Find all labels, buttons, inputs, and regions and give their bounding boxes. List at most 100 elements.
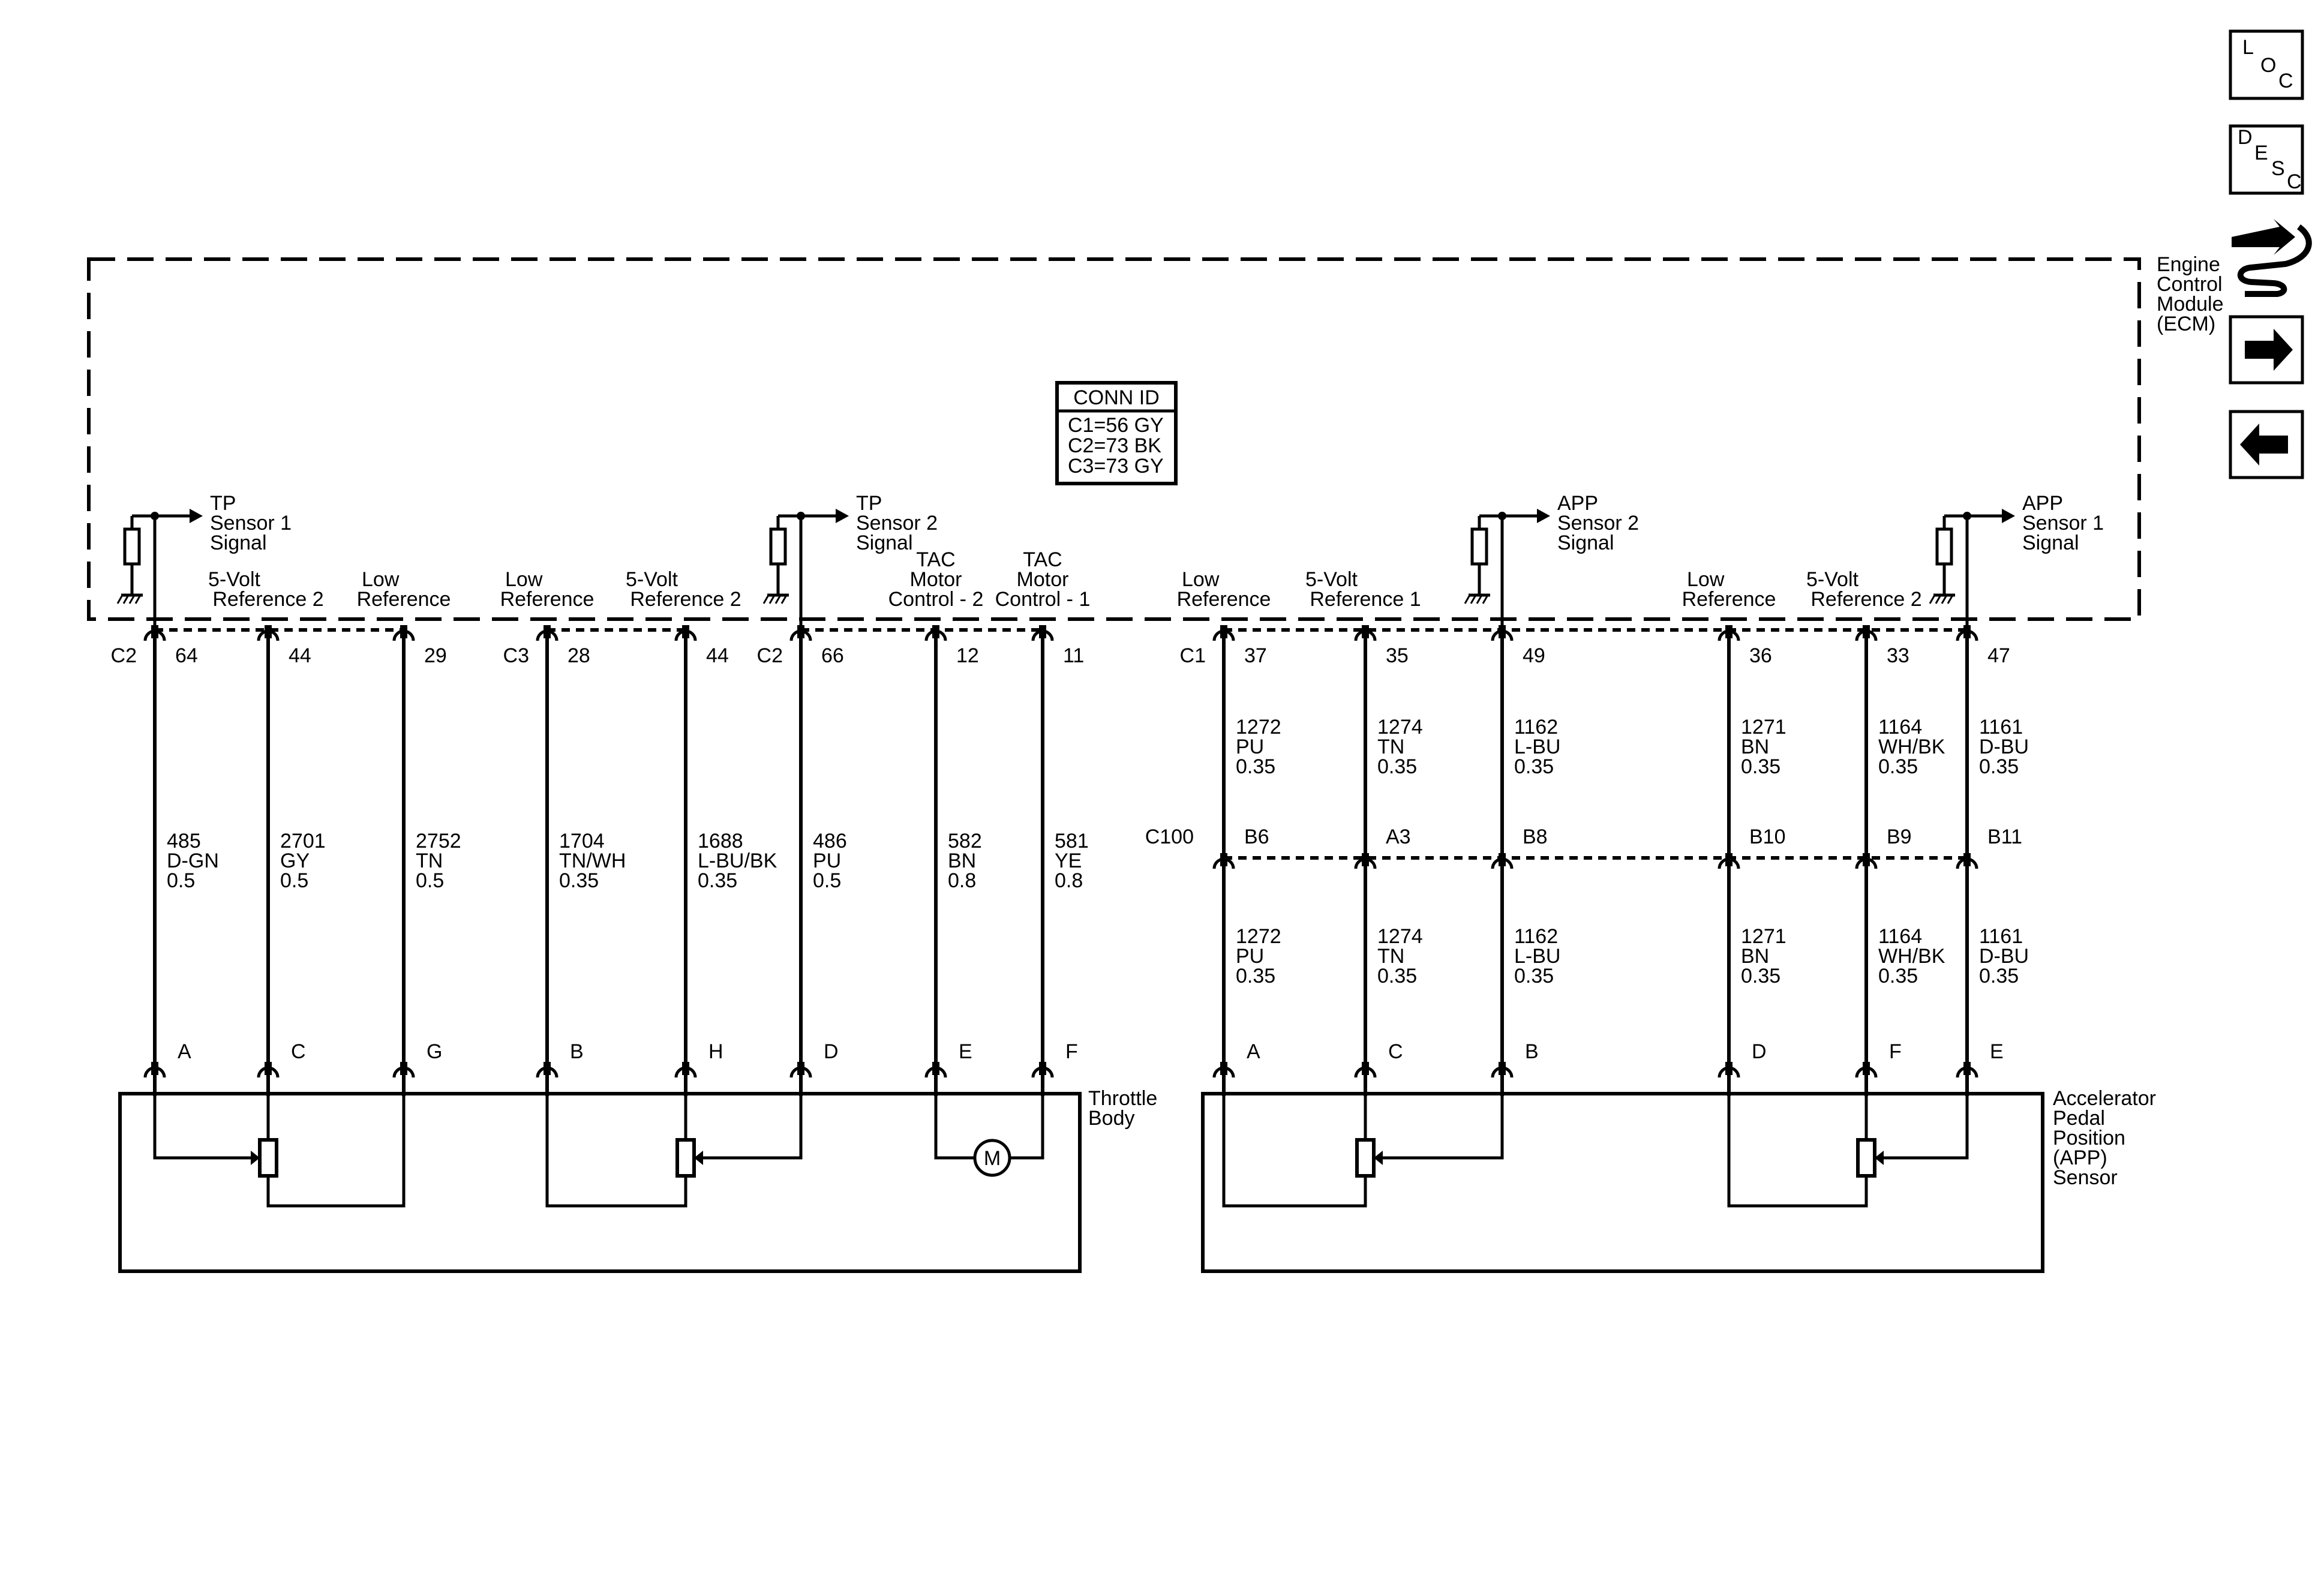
app-sensor-label-line: Pedal (2053, 1107, 2105, 1130)
app-sensor-2-potentiometer (1856, 1138, 1876, 1178)
wire-label-line: 2701 (280, 830, 326, 852)
component-connector-cavity (1212, 1062, 1235, 1078)
pull-down-resistor (769, 527, 787, 566)
ecm-connector-id: C2 (111, 644, 137, 667)
ecm-pin-number: 35 (1386, 644, 1409, 667)
wire-label-line: 1704 (559, 830, 605, 852)
loc-button[interactable]: L O C (2229, 29, 2304, 100)
wire-label-line: TN (416, 849, 443, 872)
next-arrow-button[interactable] (2229, 315, 2304, 385)
app-sensor-label-line: Position (2053, 1127, 2125, 1149)
wire-label-line: 0.8 (1055, 869, 1083, 892)
component-pin-letter: C (291, 1040, 306, 1063)
wire-label-line: 1161 (1979, 716, 2023, 739)
desc-letter: C (2287, 170, 2302, 193)
wire-label-line: PU (813, 849, 841, 872)
function-label-line: 5-Volt (208, 568, 260, 591)
component-pin-letter: E (1990, 1040, 2004, 1063)
wire-label-line: 1162 (1514, 716, 1558, 739)
ecm-label-line: (ECM) (2157, 313, 2215, 335)
wire-label-line: 0.35 (1377, 965, 1417, 987)
component-connector-cavity (924, 1062, 947, 1078)
wire-label-line: 1271 (1741, 925, 1786, 948)
wire-label-line: 1161 (1979, 925, 2023, 948)
ecm-pin-number: 12 (956, 644, 979, 667)
ecm-pin-number: 37 (1244, 644, 1267, 667)
wire-label-line: 486 (813, 830, 847, 852)
signal-label-line: Sensor 1 (2022, 512, 2104, 535)
function-label-line: 5-Volt (1305, 568, 1358, 591)
ecm-label-line: Engine (2157, 253, 2220, 276)
ecm-connector-cavity (1956, 625, 1978, 641)
wire-label-line: L-BU (1514, 736, 1560, 758)
wire-label-line: D-BU (1979, 736, 2029, 758)
function-label-line: Control - 2 (888, 588, 984, 611)
function-label-line: TAC (1023, 548, 1062, 571)
arrow-right-icon (2245, 329, 2293, 371)
ecm-pin-number: 28 (568, 644, 590, 667)
wire-label-line: PU (1236, 945, 1264, 968)
app-sensor-label-line: Accelerator (2053, 1087, 2156, 1110)
throttle-body-box (118, 1092, 1082, 1273)
component-pin-letter: A (1247, 1040, 1260, 1063)
function-label-line: Control - 1 (995, 588, 1091, 611)
wire-label-line: BN (1741, 736, 1769, 758)
wire-label-line: 0.5 (813, 869, 841, 892)
function-label-line: Reference 1 (1310, 588, 1421, 611)
previous-arrow-button[interactable] (2229, 410, 2304, 479)
component-pin-letter: F (1889, 1040, 1902, 1063)
signal-label-line: Signal (1557, 532, 1614, 554)
component-pin-letter: H (708, 1040, 723, 1063)
wire-label-line: 0.35 (1878, 755, 1918, 778)
function-label-line: Reference (1682, 588, 1776, 611)
c100-connector-cavity (1956, 853, 1978, 869)
wire-label-line: TN (1377, 945, 1404, 968)
desc-letter: S (2271, 157, 2285, 180)
component-pin-letter: C (1388, 1040, 1403, 1063)
function-label-line: TAC (916, 548, 955, 571)
desc-button[interactable]: D E S C (2229, 124, 2304, 195)
wire-label-line: 1164 (1878, 925, 1922, 948)
wire-label-line: 2752 (416, 830, 461, 852)
component-connector-cavity (674, 1062, 697, 1078)
component-connector-cavity (1855, 1062, 1878, 1078)
function-label-line: 5-Volt (1806, 568, 1858, 591)
ecm-pin-number: 44 (706, 644, 729, 667)
component-pin-letter: E (959, 1040, 972, 1063)
tp-sensor-1-potentiometer (258, 1138, 278, 1178)
ecm-pin-number: 11 (1063, 644, 1084, 667)
component-pin-letter: G (427, 1040, 442, 1063)
conn-id-line: C2=73 BK (1068, 434, 1161, 457)
wire-label-line: BN (948, 849, 976, 872)
ecm-pin-number: 29 (424, 644, 447, 667)
app-sensor-label-line: Sensor (2053, 1166, 2118, 1189)
signal-label-line: APP (1557, 492, 1598, 515)
wire-label-line: 0.5 (416, 869, 444, 892)
conn-id-title: CONN ID (1073, 386, 1160, 409)
connector-end-view-icon[interactable] (2232, 219, 2312, 297)
wire-label-line: 0.35 (1741, 755, 1780, 778)
wire-label-line: 0.35 (1377, 755, 1417, 778)
wire-label-line: 1272 (1236, 716, 1281, 739)
component-connector-cavity (789, 1062, 812, 1078)
wire-label-line: 0.35 (1878, 965, 1918, 987)
wire-label-line: L-BU/BK (698, 849, 777, 872)
tp-sensor-2-potentiometer (675, 1138, 696, 1178)
wire-label-line: 1162 (1514, 925, 1558, 948)
wire-label-line: 1272 (1236, 925, 1281, 948)
function-label-line: Reference 2 (212, 588, 323, 611)
wire-label-line: 0.35 (1979, 755, 2019, 778)
